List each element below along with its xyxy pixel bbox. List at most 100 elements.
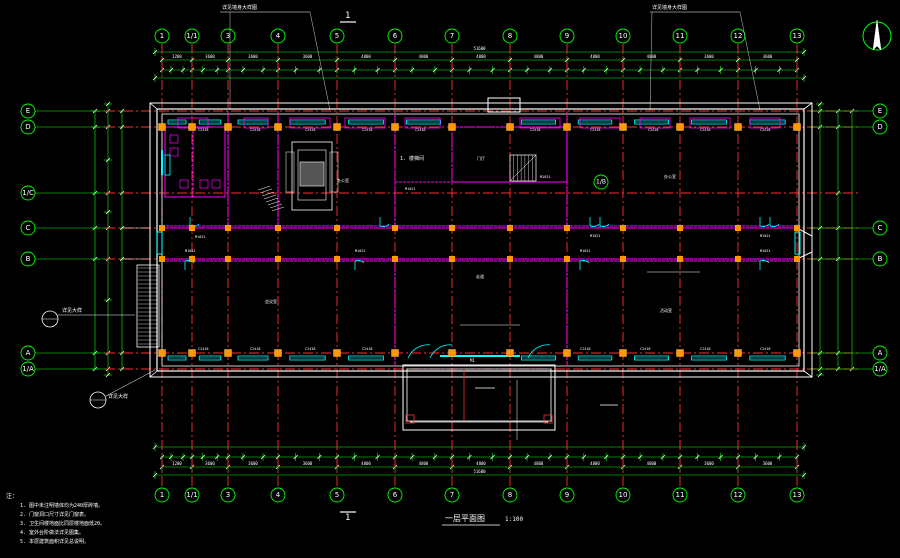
- axis-bubble-label: 1/B: [596, 179, 606, 186]
- dimension-slash: [119, 108, 125, 114]
- end-door: [794, 231, 801, 255]
- column: [619, 349, 627, 357]
- door-tag: M1021: [355, 249, 366, 253]
- window-tag: C2418: [250, 347, 261, 351]
- axis-bubble: [220, 487, 236, 503]
- axis-bubble: [502, 487, 518, 503]
- axis-bubble-label: 1/A: [22, 365, 34, 373]
- window-tag: C2418: [590, 128, 601, 132]
- dimension-text: 3600: [763, 54, 773, 59]
- axis-bubble-label: 1/1: [186, 32, 197, 40]
- dimension-slash: [507, 57, 513, 63]
- column: [188, 349, 196, 357]
- dimension-slash: [260, 454, 266, 460]
- axis-bubble-label: 6: [393, 491, 398, 499]
- axis-bubble: [559, 487, 575, 503]
- column: [506, 123, 514, 131]
- door-swing: [579, 260, 590, 270]
- dimension-slash: [260, 67, 266, 73]
- dimension-slash: [275, 454, 281, 460]
- dimension-slash: [293, 67, 298, 73]
- axis-bubble: [672, 487, 688, 503]
- axis-bubble: [184, 487, 200, 503]
- axis-bubble: [615, 487, 631, 503]
- stair-arrow: [509, 154, 537, 182]
- window-tag: C2418: [760, 347, 771, 351]
- dimension-slash: [119, 124, 125, 130]
- axis-bubble-label: A: [878, 349, 883, 357]
- dimension-slash: [564, 57, 570, 63]
- axis-bubble: [270, 487, 286, 503]
- dimension-slash: [794, 454, 800, 460]
- column: [794, 256, 800, 262]
- dimension-slash: [119, 366, 125, 372]
- window-tag: C2418: [198, 128, 209, 132]
- axis-bubble-label: 12: [734, 32, 743, 40]
- axis-bubble-label: 13: [793, 491, 802, 499]
- dimension-slash: [105, 209, 111, 215]
- dimension-slash: [214, 67, 220, 73]
- door-swing: [589, 217, 600, 227]
- axis-bubble: [559, 28, 575, 44]
- dimension-text: 4800: [647, 461, 657, 466]
- dimension-slash: [637, 454, 643, 460]
- column: [225, 256, 231, 262]
- section-mark-top: 1: [345, 11, 350, 21]
- door-tag: M1021: [540, 175, 551, 179]
- window-tag: C2418: [648, 128, 659, 132]
- column: [564, 225, 570, 231]
- dimension-slash: [801, 49, 807, 55]
- axis-bubble-label: 5: [335, 491, 339, 499]
- axis-bubble-label: 10: [619, 32, 628, 40]
- dimension-slash: [695, 454, 700, 460]
- dimension-slash: [392, 57, 398, 63]
- dimension-slash: [581, 67, 587, 73]
- window-tag: C2418: [760, 128, 771, 132]
- door-swing: [429, 344, 453, 359]
- dimension-text: 3600: [205, 54, 215, 59]
- axis-bubble-label: C: [878, 224, 883, 232]
- dimension-slash: [777, 67, 782, 73]
- axis-bubble-label: 4: [276, 491, 281, 499]
- room-label-corridor: 走道: [476, 273, 484, 279]
- dimension-slash: [801, 75, 807, 81]
- window-tag: C2418: [415, 128, 426, 132]
- dimension-text: 1200: [172, 54, 182, 59]
- column: [677, 225, 683, 231]
- door-tag: M1021: [580, 249, 591, 253]
- window-tag: C2418: [250, 128, 261, 132]
- equipment-side: [329, 151, 339, 193]
- dimension-slash: [152, 75, 158, 81]
- dimension-slash: [159, 57, 165, 63]
- dimension-slash: [105, 297, 111, 303]
- column: [158, 123, 166, 131]
- equipment-core: [299, 161, 325, 187]
- dimension-slash: [200, 454, 206, 460]
- door-swing: [354, 260, 365, 270]
- window-tag: C2418: [530, 128, 541, 132]
- axis-bubble: [329, 28, 345, 44]
- window-frame: [519, 117, 561, 129]
- dimension-slash: [105, 101, 111, 107]
- dimension-slash: [334, 57, 340, 63]
- axis-bubble: [329, 487, 345, 503]
- door-swing: [599, 217, 610, 227]
- axis-bubble-label: 1: [160, 491, 164, 499]
- column: [274, 349, 282, 357]
- callout-top-left: 详见墙身大样图: [222, 4, 257, 11]
- column: [159, 225, 165, 231]
- axis-bubble-label: B: [878, 255, 883, 263]
- door-swing: [379, 217, 390, 227]
- axis-bubble-label: A: [26, 349, 31, 357]
- dimension-slash: [801, 472, 807, 478]
- column: [507, 225, 513, 231]
- callout-top-right: 详见墙身大样图: [652, 4, 687, 11]
- dimension-slash: [432, 454, 438, 460]
- callout-left-1: 详见大样: [41, 307, 135, 328]
- toilet-fixture: [199, 179, 209, 189]
- dimension-slash: [449, 454, 455, 460]
- window-frame: [689, 117, 731, 129]
- axis-bubble: [444, 487, 460, 503]
